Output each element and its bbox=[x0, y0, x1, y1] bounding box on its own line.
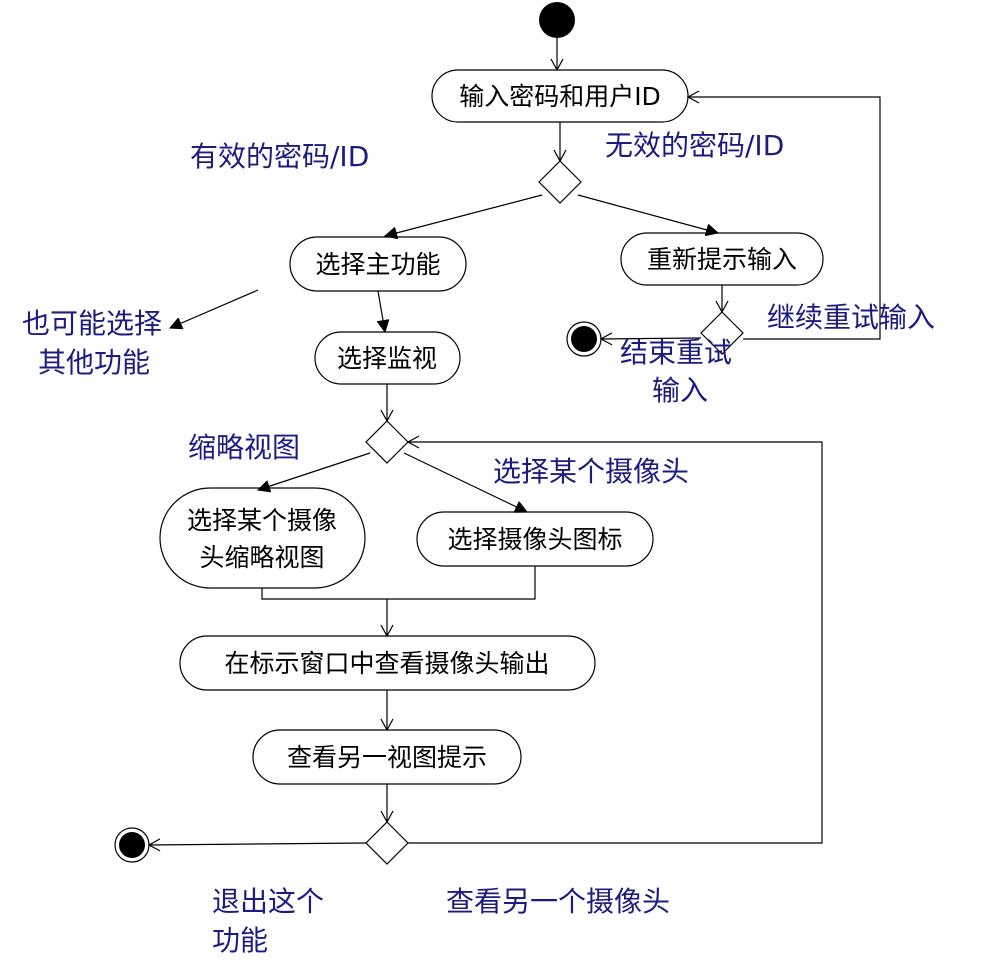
flow-retry-to-end bbox=[599, 332, 702, 346]
flow-decision-to-reprompt bbox=[577, 194, 718, 233]
decision-view-mode bbox=[365, 420, 409, 464]
guard-select-a-camera: 选择某个摄像头 bbox=[493, 455, 689, 488]
flow-retry-loop-back bbox=[686, 90, 881, 340]
action-select-camera-thumbnail-label-2: 头缩略视图 bbox=[199, 543, 324, 572]
guard-other-function-2: 其他功能 bbox=[38, 346, 150, 379]
end-node-retry bbox=[566, 321, 602, 357]
action-view-camera-output-label: 在标示窗口中查看摄像头输出 bbox=[224, 649, 549, 678]
flow-thumbnail-merge bbox=[261, 588, 387, 600]
flow-decision-to-exit bbox=[147, 838, 367, 852]
decision-retry bbox=[700, 311, 744, 355]
action-enter-credentials-label: 输入密码和用户ID bbox=[459, 82, 661, 111]
action-select-main-function-label: 选择主功能 bbox=[315, 250, 440, 279]
flow-icon-merge bbox=[387, 566, 536, 600]
action-select-camera-thumbnail bbox=[159, 487, 366, 589]
guard-thumbnail-view: 缩略视图 bbox=[188, 431, 300, 464]
guard-valid-credentials: 有效的密码/ID bbox=[190, 140, 369, 173]
guard-end-retry-1: 结束重试 bbox=[620, 336, 732, 369]
flow-decision-to-thumbnail bbox=[258, 452, 371, 490]
guard-continue-retry: 继续重试输入 bbox=[767, 301, 935, 334]
flow-decision-to-icon bbox=[403, 452, 527, 512]
guard-view-another-camera: 查看另一个摄像头 bbox=[446, 885, 670, 918]
guard-other-function-1: 也可能选择 bbox=[22, 307, 162, 340]
guard-end-retry-2: 输入 bbox=[652, 374, 708, 407]
guard-exit-function-2: 功能 bbox=[212, 924, 268, 957]
flow-other-functions bbox=[170, 289, 259, 328]
flow-main-to-monitor bbox=[378, 290, 385, 332]
action-reprompt-input-label: 重新提示输入 bbox=[647, 245, 797, 274]
guard-exit-function-1: 退出这个 bbox=[212, 885, 324, 918]
flow-view-another-loop bbox=[406, 435, 823, 844]
action-select-monitor-label: 选择监视 bbox=[337, 344, 437, 373]
guard-invalid-credentials: 无效的密码/ID bbox=[605, 129, 784, 162]
action-select-camera-thumbnail-label-1: 选择某个摄像 bbox=[187, 506, 337, 535]
decision-credentials bbox=[538, 160, 582, 204]
flow-decision-to-main bbox=[385, 194, 543, 236]
end-node-exit bbox=[114, 827, 150, 863]
start-node bbox=[539, 2, 575, 38]
action-view-another-prompt-label: 查看另一视图提示 bbox=[287, 743, 487, 772]
decision-continue bbox=[365, 821, 409, 865]
action-select-camera-icon-label: 选择摄像头图标 bbox=[447, 525, 622, 554]
